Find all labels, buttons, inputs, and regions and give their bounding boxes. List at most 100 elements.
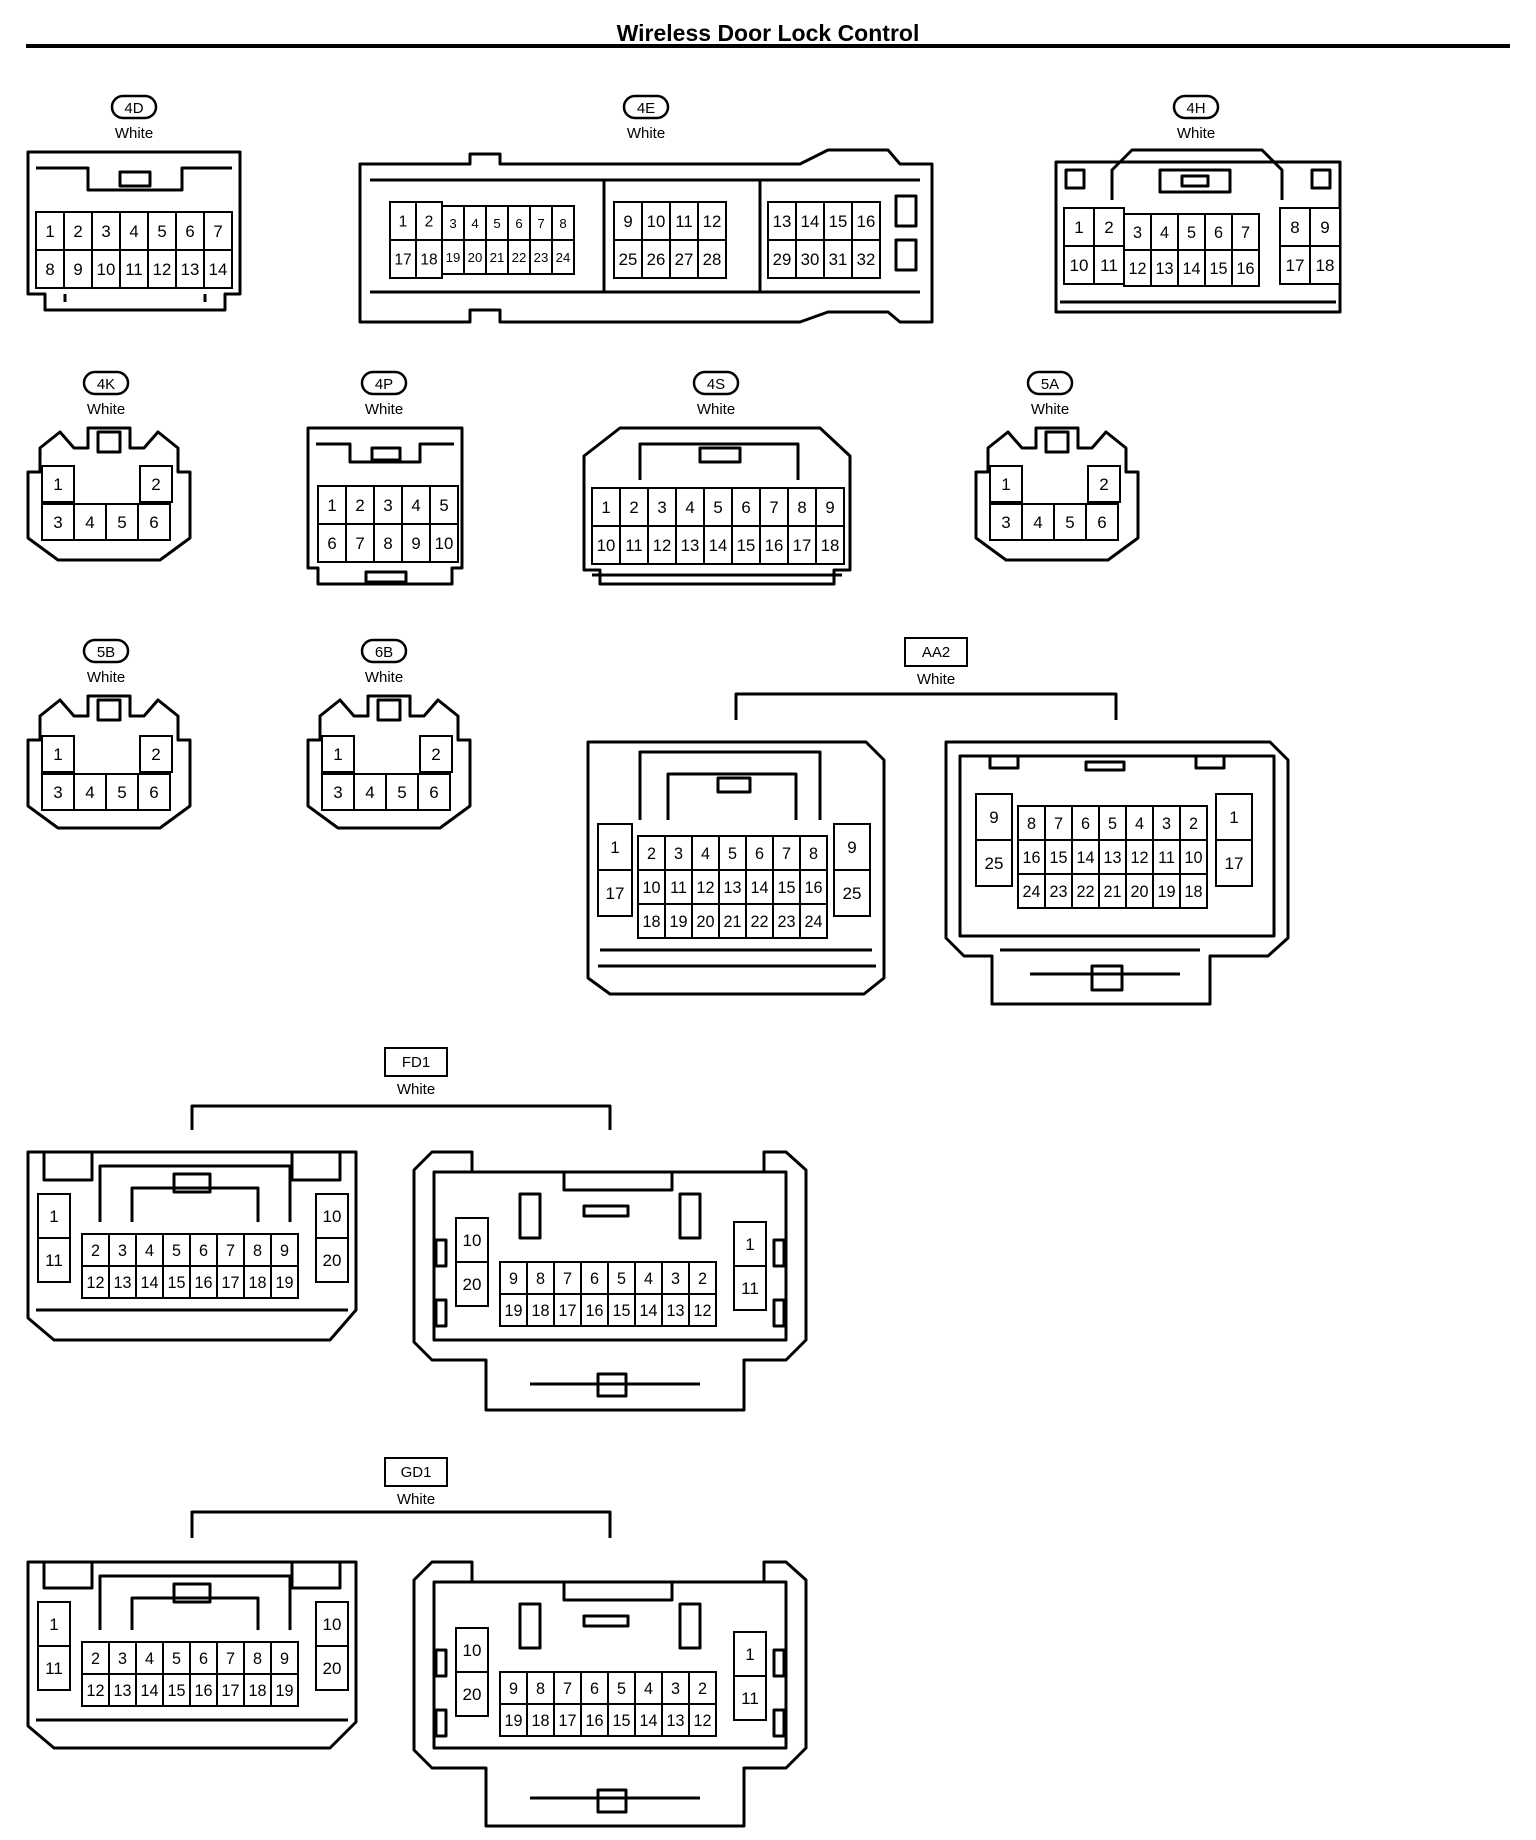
- pin-2: 2: [81, 1233, 110, 1267]
- pin-20: 20: [315, 1237, 349, 1283]
- pin-14: 14: [634, 1293, 663, 1327]
- pin-5: 5: [147, 211, 177, 251]
- svg-text:27: 27: [675, 250, 694, 269]
- svg-text:8: 8: [45, 260, 54, 279]
- svg-text:28: 28: [703, 250, 722, 269]
- svg-text:12: 12: [693, 1712, 711, 1730]
- svg-text:11: 11: [1100, 256, 1118, 275]
- svg-text:18: 18: [642, 913, 660, 931]
- svg-text:6: 6: [1097, 513, 1106, 532]
- svg-text:4: 4: [1135, 815, 1144, 833]
- svg-text:7: 7: [769, 498, 778, 517]
- svg-text:2: 2: [698, 1270, 707, 1288]
- svg-text:2: 2: [431, 745, 440, 764]
- pin-3: 3: [108, 1641, 137, 1675]
- pin-5: 5: [385, 773, 419, 811]
- svg-text:1: 1: [53, 475, 62, 494]
- pin-6: 6: [137, 503, 171, 541]
- pin-14: 14: [1177, 249, 1206, 287]
- pin-3: 3: [108, 1233, 137, 1267]
- svg-text:5: 5: [172, 1242, 181, 1260]
- svg-text:2: 2: [151, 475, 160, 494]
- pin-19: 19: [664, 903, 693, 939]
- pin-11: 11: [664, 869, 693, 905]
- svg-text:7: 7: [563, 1680, 572, 1698]
- pin-6: 6: [580, 1261, 609, 1295]
- svg-text:1: 1: [745, 1645, 754, 1664]
- pin-16: 16: [851, 201, 881, 241]
- svg-text:11: 11: [675, 212, 692, 231]
- pin-5: 5: [485, 205, 509, 241]
- svg-text:13: 13: [666, 1712, 684, 1730]
- svg-text:16: 16: [1022, 849, 1040, 867]
- connector-color: White: [365, 669, 403, 686]
- pin-6: 6: [1085, 503, 1119, 541]
- pin-8: 8: [243, 1641, 272, 1675]
- pin-3: 3: [1123, 213, 1152, 251]
- pin-10: 10: [91, 249, 121, 289]
- connector-4E-housing: [358, 148, 934, 324]
- pin-1: 1: [733, 1221, 767, 1267]
- svg-text:24: 24: [804, 913, 822, 931]
- pin-27: 27: [669, 239, 699, 279]
- pin-20: 20: [691, 903, 720, 939]
- pin-7: 7: [216, 1641, 245, 1675]
- svg-text:18: 18: [531, 1302, 549, 1320]
- svg-text:1: 1: [601, 498, 610, 517]
- svg-text:11: 11: [741, 1279, 759, 1298]
- svg-text:16: 16: [804, 879, 822, 897]
- pin-26: 26: [641, 239, 671, 279]
- svg-text:12: 12: [696, 879, 714, 897]
- pin-6: 6: [731, 487, 761, 527]
- svg-text:7: 7: [355, 534, 364, 553]
- svg-text:17: 17: [394, 252, 411, 269]
- pin-24: 24: [799, 903, 828, 939]
- svg-text:9: 9: [989, 808, 998, 827]
- connector-AA2-left-housing: [586, 740, 886, 996]
- svg-text:10: 10: [647, 212, 666, 231]
- svg-text:6: 6: [199, 1650, 208, 1668]
- svg-text:19: 19: [446, 250, 461, 265]
- pin-10: 10: [455, 1217, 489, 1263]
- pin-5: 5: [607, 1261, 636, 1295]
- svg-text:3: 3: [101, 222, 110, 241]
- pin-15: 15: [162, 1673, 191, 1707]
- svg-text:16: 16: [194, 1274, 212, 1292]
- svg-text:14: 14: [801, 212, 820, 231]
- connector-6B-housing: [306, 694, 472, 830]
- svg-text:13: 13: [1103, 849, 1121, 867]
- svg-text:6: 6: [590, 1680, 599, 1698]
- svg-text:7: 7: [563, 1270, 572, 1288]
- svg-text:6: 6: [429, 783, 438, 802]
- svg-text:4: 4: [145, 1650, 154, 1668]
- pin-5: 5: [1177, 213, 1206, 251]
- pin-2: 2: [637, 835, 666, 871]
- pin-3: 3: [661, 1261, 690, 1295]
- pin-16: 16: [189, 1673, 218, 1707]
- connector-color: White: [397, 1081, 435, 1098]
- svg-text:14: 14: [1182, 260, 1200, 278]
- svg-text:14: 14: [639, 1712, 657, 1730]
- connector-FD1-bracket: [190, 1104, 612, 1130]
- pin-9: 9: [975, 793, 1013, 841]
- pin-1: 1: [1215, 793, 1253, 841]
- pin-2: 2: [688, 1261, 717, 1295]
- svg-text:23: 23: [534, 250, 549, 265]
- pin-20: 20: [455, 1261, 489, 1307]
- svg-text:3: 3: [53, 783, 62, 802]
- svg-text:4: 4: [365, 783, 374, 802]
- svg-text:5: 5: [617, 1680, 626, 1698]
- svg-text:1: 1: [45, 222, 54, 241]
- svg-text:20: 20: [1130, 883, 1148, 901]
- svg-text:10: 10: [463, 1231, 482, 1250]
- pin-9: 9: [613, 201, 643, 241]
- pin-12: 12: [81, 1673, 110, 1707]
- svg-text:10: 10: [97, 260, 116, 279]
- svg-text:6: 6: [755, 845, 764, 863]
- pin-16: 16: [580, 1703, 609, 1737]
- pin-5: 5: [162, 1641, 191, 1675]
- pin-14: 14: [745, 869, 774, 905]
- pin-18: 18: [526, 1293, 555, 1327]
- pin-13: 13: [108, 1265, 137, 1299]
